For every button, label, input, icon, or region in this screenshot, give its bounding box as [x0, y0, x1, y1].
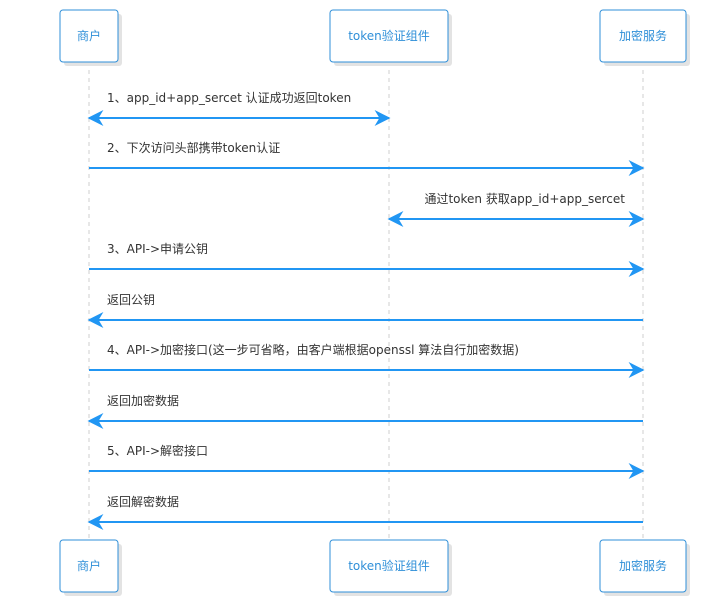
message-label: 1、app_id+app_sercet 认证成功返回token: [107, 91, 351, 105]
participant-label: token验证组件: [348, 558, 430, 573]
participant-box-crypto-top: 加密服务: [599, 9, 690, 66]
message-label: 5、API->解密接口: [107, 443, 208, 458]
message-label: 返回公钥: [107, 293, 155, 307]
message-label: 2、下次访问头部携带token认证: [107, 140, 280, 155]
participant-box-token-top: token验证组件: [329, 9, 452, 66]
participant-box-merchant-top: 商户: [59, 9, 122, 66]
message-label: 通过token 获取app_id+app_sercet: [424, 192, 625, 206]
participant-label: 加密服务: [619, 28, 667, 43]
message-8: 5、API->解密接口: [89, 443, 645, 479]
message-label: 返回解密数据: [107, 494, 179, 509]
message-2: 2、下次访问头部携带token认证: [89, 140, 645, 176]
message-7: 返回加密数据: [87, 393, 643, 429]
message-label: 3、API->申请公钥: [107, 242, 208, 256]
message-4: 3、API->申请公钥: [89, 242, 645, 277]
participant-box-token-bottom: token验证组件: [329, 539, 452, 596]
message-label: 返回加密数据: [107, 393, 179, 408]
message-9: 返回解密数据: [87, 494, 643, 530]
message-label: 4、API->加密接口(这一步可省略，由客户端根据openssl 算法自行加密数…: [107, 342, 519, 357]
message-3: 通过token 获取app_id+app_sercet: [387, 192, 645, 227]
participant-box-crypto-bottom: 加密服务: [599, 539, 690, 596]
participant-label: 加密服务: [619, 558, 667, 573]
participant-label: token验证组件: [348, 28, 430, 43]
participant-label: 商户: [77, 28, 101, 43]
message-5: 返回公钥: [87, 293, 643, 328]
message-6: 4、API->加密接口(这一步可省略，由客户端根据openssl 算法自行加密数…: [89, 342, 645, 378]
participant-box-merchant-bottom: 商户: [59, 539, 122, 596]
participant-label: 商户: [77, 558, 101, 573]
message-1: 1、app_id+app_sercet 认证成功返回token: [87, 91, 391, 126]
